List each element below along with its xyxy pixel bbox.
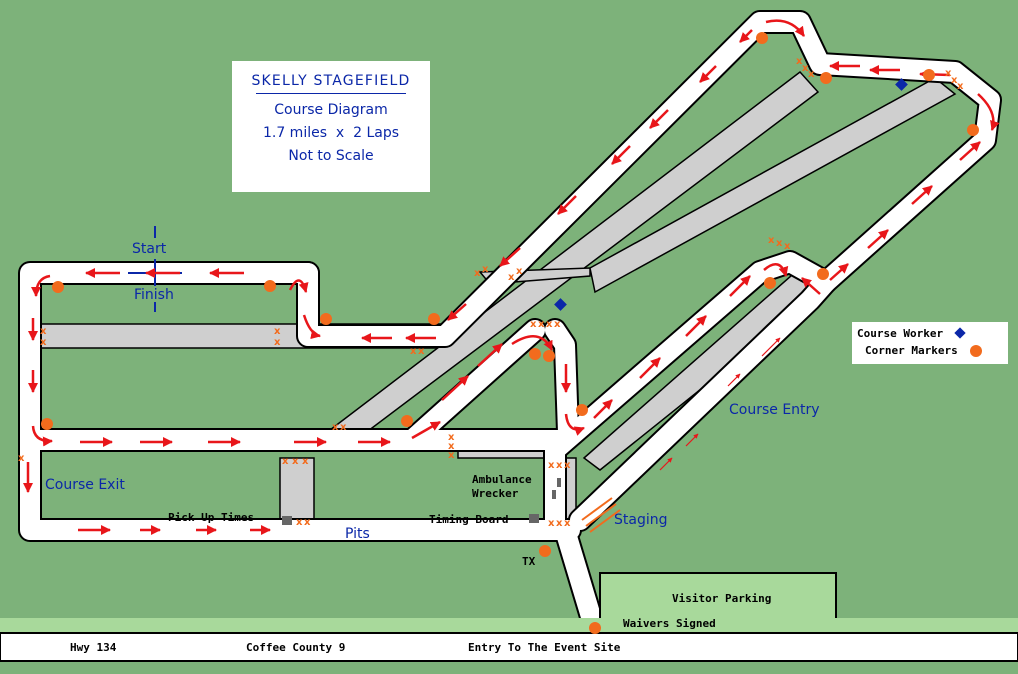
wrecker-label: Wrecker <box>472 487 519 500</box>
svg-text:x: x <box>448 441 455 452</box>
course-length: 1.7 miles x 2 Laps <box>262 125 400 141</box>
svg-text:x: x <box>296 517 303 528</box>
svg-text:x: x <box>304 517 311 528</box>
svg-text:x: x <box>482 264 489 275</box>
legend-corner-markers-label: Corner Markers <box>865 344 958 357</box>
course-entry-label: Course Entry <box>729 402 820 418</box>
svg-text:x: x <box>957 81 964 92</box>
map-labels: Start Finish Course Exit Course Entry St… <box>45 241 820 654</box>
svg-text:x: x <box>784 241 791 252</box>
svg-text:x: x <box>448 432 455 443</box>
svg-text:x: x <box>564 460 571 471</box>
svg-text:x: x <box>448 450 455 461</box>
svg-text:x: x <box>951 75 958 86</box>
pick-up-times-booth <box>282 516 292 525</box>
title-box: SKELLY STAGEFIELD Course Diagram 1.7 mil… <box>232 61 430 192</box>
svg-text:x: x <box>40 326 47 337</box>
svg-text:x: x <box>530 319 537 330</box>
pits-label: Pits <box>345 526 370 542</box>
svg-text:x: x <box>410 346 417 357</box>
waivers-signed-label: Waivers Signed <box>623 617 716 630</box>
finish-label: Finish <box>134 287 174 303</box>
svg-text:x: x <box>768 235 775 246</box>
svg-text:x: x <box>548 518 555 529</box>
wrecker-marker <box>552 490 556 499</box>
svg-text:x: x <box>292 456 299 467</box>
pick-up-times-label: Pick Up Times <box>168 511 254 524</box>
svg-text:x: x <box>538 319 545 330</box>
highway <box>0 618 1018 662</box>
scale-note: Not to Scale <box>288 148 374 164</box>
hwy-label: Hwy 134 <box>70 641 117 654</box>
legend-course-worker-label: Course Worker <box>857 327 944 340</box>
course-exit-label: Course Exit <box>45 477 125 493</box>
svg-text:x: x <box>802 63 809 74</box>
start-label: Start <box>132 241 167 257</box>
entry-site-label: Entry To The Event Site <box>468 641 621 654</box>
course-title: SKELLY STAGEFIELD <box>251 73 411 89</box>
timing-board-label: Timing Board <box>429 513 508 526</box>
ambulance-marker <box>557 478 561 487</box>
svg-text:x: x <box>18 453 25 464</box>
coffee-county-label: Coffee County 9 <box>246 641 345 654</box>
svg-text:x: x <box>418 346 425 357</box>
course-subtitle: Course Diagram <box>274 102 388 118</box>
svg-text:x: x <box>302 456 309 467</box>
svg-text:x: x <box>556 518 563 529</box>
legend-corner-markers: Corner Markers <box>857 344 983 357</box>
legend-course-worker: Course Worker <box>857 327 966 340</box>
entry-arrows <box>659 337 781 471</box>
legend: Course Worker Corner Markers <box>852 322 1008 364</box>
staging-label: Staging <box>614 512 668 528</box>
visitor-parking-label: Visitor Parking <box>672 592 771 605</box>
svg-text:x: x <box>808 69 815 80</box>
svg-text:x: x <box>556 460 563 471</box>
direction-arrows <box>23 19 1000 535</box>
svg-text:x: x <box>332 422 339 433</box>
svg-text:x: x <box>274 337 281 348</box>
svg-text:x: x <box>282 456 289 467</box>
svg-text:x: x <box>474 268 481 279</box>
svg-text:x: x <box>340 422 347 433</box>
timing-board-booth <box>529 514 539 523</box>
svg-text:x: x <box>548 460 555 471</box>
staging-lines <box>581 497 621 533</box>
svg-text:x: x <box>40 337 47 348</box>
svg-text:x: x <box>516 266 523 277</box>
svg-text:x: x <box>554 319 561 330</box>
circle-icon <box>970 345 983 357</box>
corner-markers <box>41 32 979 634</box>
ambulance-label: Ambulance <box>472 473 532 486</box>
svg-text:x: x <box>796 56 803 67</box>
diamond-icon <box>954 327 966 339</box>
svg-text:x: x <box>776 238 783 249</box>
svg-text:x: x <box>546 319 553 330</box>
svg-text:x: x <box>945 68 952 79</box>
svg-text:x: x <box>274 326 281 337</box>
tx-label: TX <box>522 555 536 568</box>
svg-text:x: x <box>564 518 571 529</box>
svg-text:x: x <box>508 272 515 283</box>
title-rule <box>256 93 406 94</box>
